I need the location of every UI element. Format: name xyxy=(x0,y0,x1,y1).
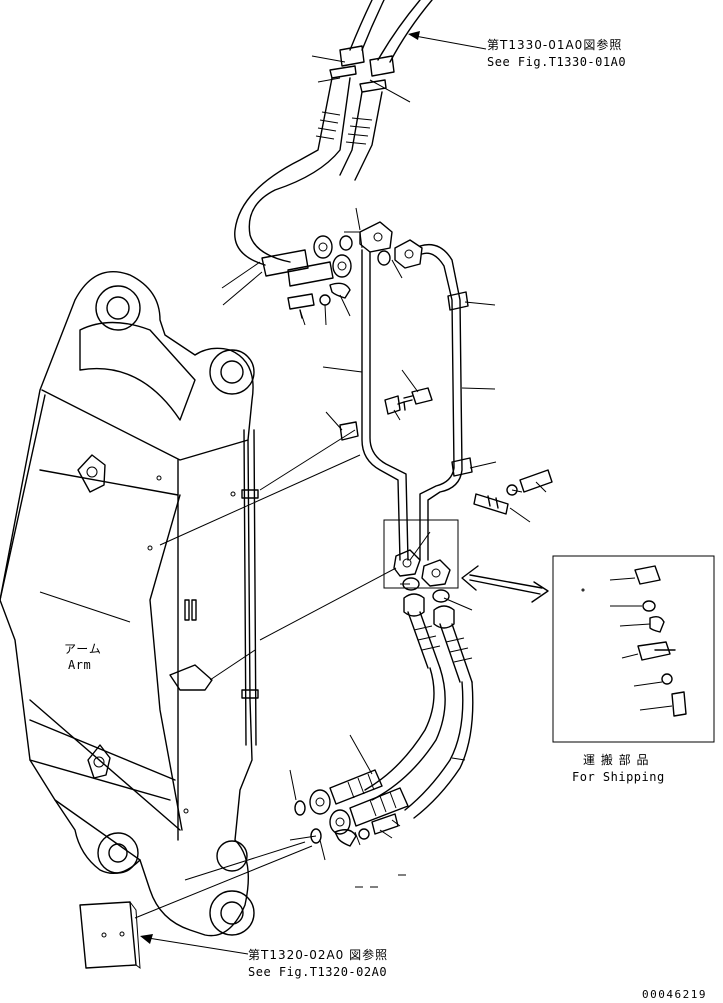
top-reference-en: See Fig.T1330-01A0 xyxy=(487,55,627,69)
shipping-parts-box xyxy=(552,555,715,743)
arm-body xyxy=(0,271,259,937)
drawing-number: 00046219 xyxy=(642,988,707,1001)
lower-hose-assembly xyxy=(294,577,474,847)
arm-label-en: Arm xyxy=(68,658,92,672)
steel-pipe-lines xyxy=(339,221,553,589)
bottom-block xyxy=(79,901,141,970)
top-reference-jp: 第T1330-01A0図参照 xyxy=(487,38,623,52)
leader-lines xyxy=(39,31,549,955)
bottom-reference-jp: 第T1320-02A0 図参照 xyxy=(248,948,389,962)
shipping-label-en: For Shipping xyxy=(572,770,665,784)
bottom-reference-en: See Fig.T1320-02A0 xyxy=(248,965,388,979)
shipping-label-jp: 運 搬 部 品 xyxy=(583,753,650,767)
leader-arrow-icon xyxy=(408,31,420,40)
double-arrow-icon xyxy=(461,565,549,603)
arm-label-jp: アーム xyxy=(64,642,102,656)
upper-hose-assembly xyxy=(234,0,433,287)
